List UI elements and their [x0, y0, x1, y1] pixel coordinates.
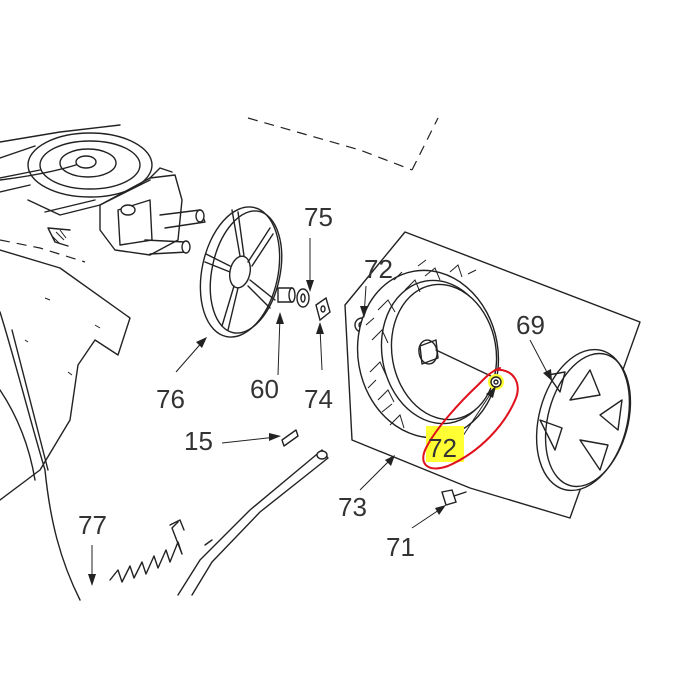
washer-part-75 [296, 288, 310, 308]
label-part-73: 73 [338, 492, 367, 522]
label-part-69: 69 [516, 310, 545, 340]
label-part-77: 77 [78, 510, 107, 540]
hubcap-part-69 [535, 348, 632, 492]
label-part-15: 15 [184, 426, 213, 456]
axle-bracket [47, 167, 206, 256]
leader-lines [88, 238, 552, 586]
label-part-71: 71 [386, 532, 415, 562]
bolt-part-71 [441, 489, 467, 506]
spring-part-77 [109, 519, 185, 583]
label-part-75: 75 [304, 202, 333, 232]
label-part-74: 74 [304, 384, 333, 414]
label-highlight-box [426, 426, 464, 462]
hubcap-part-76 [199, 206, 283, 338]
highlight-nut-part-72 [488, 374, 504, 390]
label-part-76: 76 [156, 384, 185, 414]
clip-part-15 [281, 429, 299, 447]
label-part-72-top: 72 [364, 254, 393, 284]
label-part-72-highlight: 72 [428, 433, 457, 463]
spacer-part-60 [277, 287, 296, 303]
rear-handle-bar [177, 449, 329, 596]
dashed-outline [247, 117, 439, 171]
label-part-60: 60 [250, 374, 279, 404]
clip-part-74 [315, 296, 331, 322]
mower-deck-body [0, 124, 131, 601]
wheel-part-73 [356, 259, 500, 439]
pulley-assembly [0, 132, 153, 216]
wheel-kit-frame [344, 231, 641, 519]
callout-circle [422, 367, 519, 470]
